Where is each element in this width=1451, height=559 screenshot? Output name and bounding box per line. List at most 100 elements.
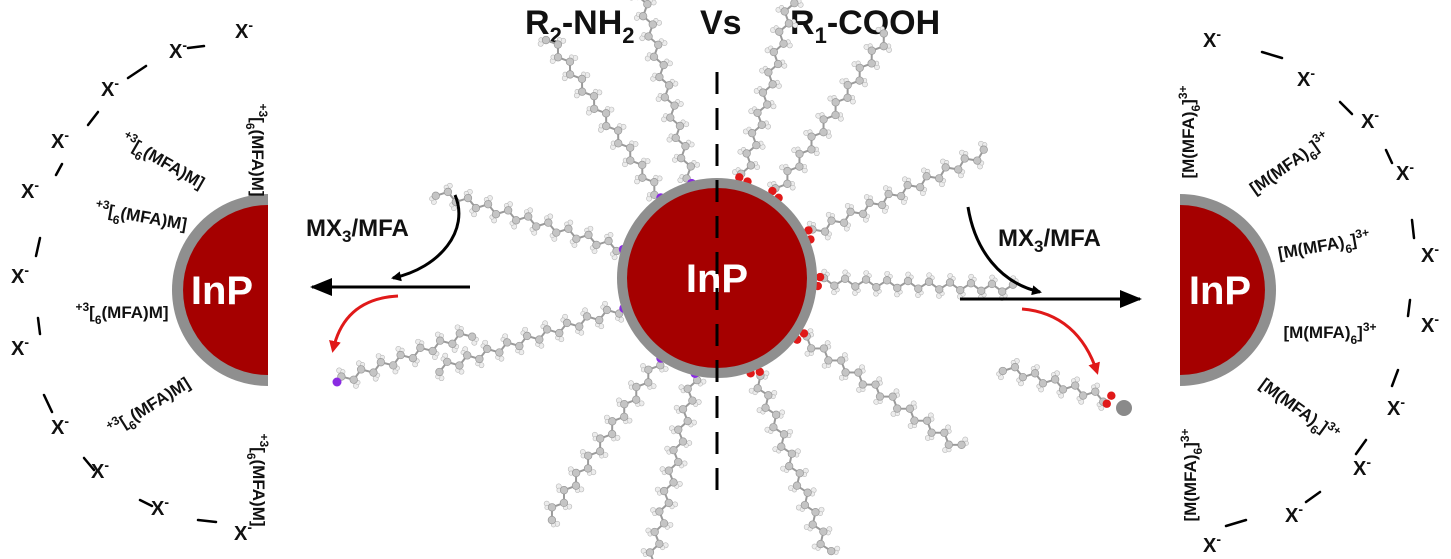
anion-label-9: X- <box>1285 501 1303 527</box>
anion-label-8: X- <box>1353 454 1371 480</box>
counterion-arc-dash <box>54 162 64 177</box>
anion-label-6: X- <box>11 262 29 288</box>
amine-ligand-4 <box>543 353 669 528</box>
anion-label-6: X- <box>1421 311 1439 337</box>
counterion-arc-dash <box>42 393 54 414</box>
amine-ligand-5 <box>640 368 707 559</box>
nitrogen-atom <box>332 377 342 387</box>
counterion-arc-dash <box>196 518 218 524</box>
header: R2-NH2 Vs R1-COOH <box>525 4 940 48</box>
acid-ligand-3 <box>813 268 1019 301</box>
left-released-amine-ligand <box>332 324 479 389</box>
anion-label-8: X- <box>51 413 69 439</box>
anion-label-3: X- <box>1361 107 1379 133</box>
left-reagent-label: MX3/MFA <box>306 215 409 246</box>
left-complex-label-2: +3[6(MFA)M] <box>115 127 209 197</box>
right-reagent-curved-arrow <box>966 206 1042 296</box>
anion-label-2: X- <box>1297 65 1315 91</box>
right-complex-label-6: [M(MFA)6]3+ <box>1178 428 1205 521</box>
center-nanocrystal: InP <box>617 178 817 378</box>
left-reaction: MX3/MFA <box>306 194 479 389</box>
left-counterion-layer: X- X- X- X- X- X- X- X- X- X- X- <box>11 17 253 545</box>
oxygen-atom <box>815 272 825 282</box>
counterion-arc-dash <box>1410 218 1416 240</box>
counterion-arc-dash <box>1304 490 1322 504</box>
oxygen-atom <box>799 329 809 338</box>
counterion-arc-dash <box>34 236 42 258</box>
metal-atom <box>1116 400 1132 416</box>
right-nanocrystal: InP <box>1180 194 1276 386</box>
amine-ligand-3 <box>435 300 629 382</box>
right-reaction: MX3/MFA <box>960 206 1142 416</box>
right-released-acid-ligand <box>996 358 1132 416</box>
anion-label-1: X- <box>1203 26 1221 52</box>
counterion-arc-dash <box>1224 518 1248 528</box>
counterion-arc-dash <box>126 64 148 80</box>
right-complex-label-3: [M(MFA)6]3+ <box>1276 225 1372 268</box>
versus-label: Vs <box>700 4 742 42</box>
anion-label-10: X- <box>151 494 169 520</box>
left-complex-label-6: +3[6(MFA)M] <box>244 433 271 526</box>
amine-ligand-1 <box>537 35 666 203</box>
counterion-arc-dash <box>36 316 42 336</box>
anion-label-7: X- <box>1387 394 1405 420</box>
right-complex-label-1: [M(MFA)6]3+ <box>1176 85 1203 178</box>
left-complex-label-3: +3[6(MFA)M] <box>93 196 189 239</box>
anion-label-9: X- <box>91 457 109 483</box>
anion-label-7: X- <box>11 334 29 360</box>
counterion-arc-dash <box>1354 438 1368 456</box>
right-complex-label-2: [M(MFA)6]3+ <box>1245 127 1337 203</box>
anion-label-4: X- <box>51 127 69 153</box>
anion-label-11: X- <box>234 519 252 545</box>
right-counterion-layer: X- X- X- X- X- X- X- X- X- X- <box>1203 26 1439 557</box>
acid-label: R1-COOH <box>790 4 940 48</box>
acid-ligand-1 <box>767 26 892 203</box>
acid-ligand-4 <box>792 328 969 453</box>
left-core-label: InP <box>191 269 253 313</box>
left-red-release-arrow <box>329 294 399 353</box>
oxygen-atom <box>755 367 764 377</box>
anion-label-10: X- <box>1203 531 1221 557</box>
counterion-arc-dash <box>1390 368 1400 388</box>
acid-ligand-5 <box>746 367 841 556</box>
center-ligands <box>429 0 1019 559</box>
left-complex-label-4: +3[6(MFA)M] <box>75 300 168 327</box>
released-amine-chain <box>332 324 479 389</box>
right-complex-label-4: [M(MFA)6]3+ <box>1283 320 1376 347</box>
counterion-arc-dash <box>1260 50 1284 60</box>
counterion-arc-dash <box>186 44 206 50</box>
acid-ligand-2 <box>804 140 988 244</box>
counterion-arc-dash <box>82 456 96 472</box>
amine-ligand-6 <box>629 0 701 188</box>
counterion-arc-dash <box>86 110 100 127</box>
anion-label-3: X- <box>101 75 119 101</box>
right-reagent-label: MX3/MFA <box>998 225 1101 256</box>
anion-label-2: X- <box>169 37 187 63</box>
anion-label-1: X- <box>235 17 253 43</box>
oxygen-atom <box>1107 391 1116 400</box>
left-complex-label-1: +3[6(MFA)M] <box>243 103 270 196</box>
left-core <box>183 205 268 375</box>
left-complex-label-5: +3[6(MFA)M] <box>103 371 196 443</box>
anion-label-4: X- <box>1396 159 1414 185</box>
counterion-arc-dash <box>138 498 154 508</box>
released-acid-chain <box>996 358 1116 411</box>
amine-ligand-2 <box>429 182 628 261</box>
center-core <box>627 188 807 368</box>
right-core <box>1180 205 1265 375</box>
oxygen-atom <box>735 173 744 182</box>
right-red-release-arrow <box>1021 307 1100 375</box>
oxygen-atom <box>804 226 813 235</box>
counterion-arc-dash <box>1338 100 1354 116</box>
left-nanocrystal: InP <box>172 194 268 386</box>
oxygen-atom <box>768 186 777 196</box>
oxygen-atom <box>1102 399 1111 408</box>
left-reagent-curved-arrow <box>391 194 461 282</box>
acid-ligand-6 <box>732 0 804 186</box>
right-complex-label-5: [M(MFA)6]3+ <box>1253 372 1344 449</box>
counterion-arc-dash <box>1406 298 1412 318</box>
anion-label-5: X- <box>21 177 39 203</box>
counterion-arc-dash <box>1384 148 1394 165</box>
anion-label-5: X- <box>1421 241 1439 267</box>
